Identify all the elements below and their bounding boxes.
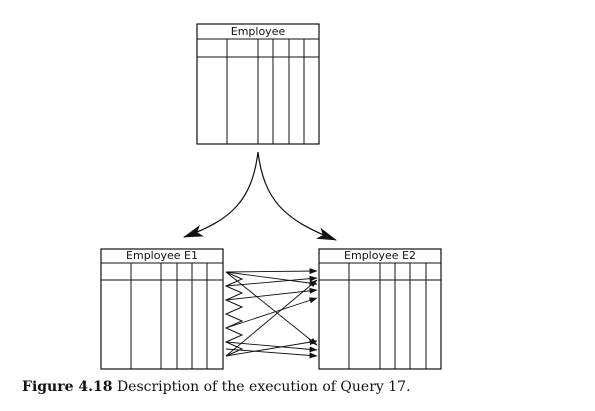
copy-arrow-to-e1 <box>183 151 259 238</box>
employee-e1-table-title: Employee E1 <box>126 249 198 262</box>
employee-e1-table: Employee E1 <box>100 248 224 370</box>
figure-caption-text: Description of the execution of Query 17… <box>116 379 411 395</box>
figure-caption: Figure 4.18 Description of the execution… <box>22 379 411 395</box>
employee-e2-table: Employee E2 <box>318 248 442 370</box>
employee-table-title: Employee <box>231 25 286 38</box>
employee-e2-table-title: Employee E2 <box>344 249 416 262</box>
figure-caption-label: Figure 4.18 <box>22 379 113 395</box>
copy-arrow-to-e2 <box>257 151 337 241</box>
row-comparison-arrows <box>225 268 318 359</box>
employee-table: Employee <box>196 23 320 145</box>
